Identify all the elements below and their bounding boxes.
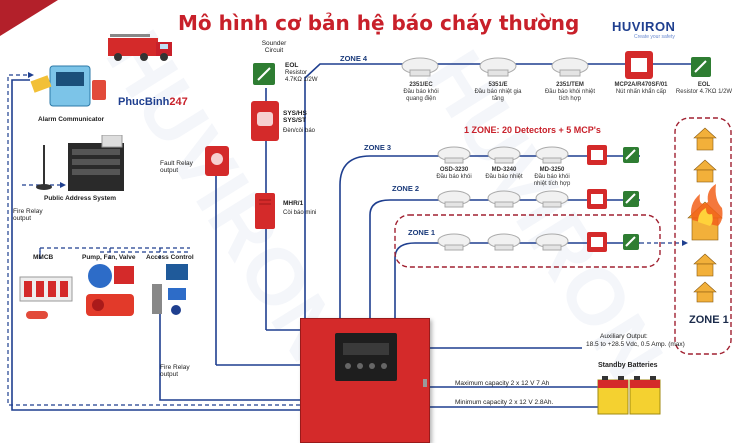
house-zone-label: ZONE 1 [689,314,729,326]
zone1-box [394,214,661,268]
mmcb-label: MMCB [33,254,54,261]
brand-tagline: Create your safety [634,33,675,40]
mhr-code: MHR/1 [283,200,304,207]
zone4-detector-3-code: 2351/TEM [556,82,584,88]
capacity-min: Minimum capacity 2 x 12 V 2.8Ah. [455,399,554,406]
zone4-eol-desc: Resistor 4.7KΩ 1/2W [675,88,733,95]
zone4-mcp-code: MCP2A/R470SF/01 [614,82,668,88]
zone4-label: ZONE 4 [340,54,368,63]
zone2-mcp-icon [587,189,607,209]
sounder-eol: EOL [285,62,299,69]
access-control-label: Access Control [146,254,194,261]
zone3-detector-2-icon [487,146,521,164]
access-control-icon [152,264,188,315]
fire-truck-icon [108,34,172,61]
brand-logo: HUVIRON Create your safety [612,19,676,41]
pump-icon [86,264,134,316]
zone1-detector-3-icon [535,233,569,251]
zone1-detector-1-icon [437,233,471,251]
page-title: Mô hình cơ bản hệ báo cháy thường [178,11,580,35]
aux-value: 18.5 to +28.5 Vdc, 0.5 Amp. (max) [586,341,685,348]
capacity-max: Maximum capacity 2 x 12 V 7 Ah [455,380,550,387]
zone3-detector-1-icon [437,146,471,164]
corner-triangle [0,0,58,36]
zone1-mcp-icon [587,232,607,252]
zone-capacity-note: 1 ZONE: 20 Detectors + 5 MCP's [464,125,601,135]
zone4-detector-1-icon [401,57,439,77]
battery-icon [597,376,661,415]
mhr-desc: Còi báo mini [283,210,317,216]
zone3-detector-3-desc: Đầu báo khói nhiệt tích hợp [533,173,571,187]
strobe-icon [205,146,229,176]
fault-relay-label: Fault Relay output [160,160,193,175]
public-address-label: Public Address System [44,195,117,202]
zone2-label: ZONE 2 [392,184,420,193]
fire-alarm-control-panel [300,318,430,443]
sys-hs-desc: Đèn/còi báo [283,128,316,134]
zone3-detector-3-icon [535,146,569,164]
panel-display [335,333,397,381]
zone2-detector-3-icon [535,190,569,208]
zone1-detector-2-icon [487,233,521,251]
alarm-communicator-label: Alarm Communicator [38,116,105,123]
zone4-mcp-icon [625,51,653,79]
houses-icon [687,127,723,303]
zone3-label: ZONE 3 [364,143,392,152]
zone3-detector-1-code: OSD-3230 [439,167,469,173]
zone3-eol-icon [623,147,639,163]
zone3-mcp-icon [587,145,607,165]
alarm-communicator-icon [30,65,106,107]
zone4-detector-1-desc: Đầu báo khói quang điện [403,88,439,102]
zone2-detector-1-icon [437,190,471,208]
zone4-detector-3-icon [551,57,589,77]
zone4-detector-1-code: 2351/EC [409,82,433,88]
zone3-detector-1-desc: Đầu báo khói [436,173,472,180]
zone1-label: ZONE 1 [408,228,436,237]
zone4-detector-2-desc: Đầu báo nhiệt gia tăng [474,88,522,102]
sys-hs-code: SYS/HS SYS/ST [283,110,307,125]
zone4-eol-icon [691,57,711,77]
aux-title: Auxiliary Output: [600,333,648,340]
sounder-label: Sounder Circuit [261,40,287,55]
sys-hs-icon [251,101,279,141]
public-address-icon [36,135,124,191]
mmcb-icon [19,276,73,319]
zone1-eol-icon [623,234,639,250]
fire-relay-bottom-label: Fire Relay output [160,364,190,379]
fire-relay-top-label: Fire Relay output [13,208,43,223]
zone4-eol-code: EOL [697,82,711,88]
pump-label: Pump, Fan, Valve [82,254,136,261]
sounder-resistor: Resistor 4.7KΩ 1/2W [285,70,318,83]
brand-name: HUVIRON [612,19,676,34]
phucbinh-logo: PhucBinh247 [118,96,188,108]
zone4-mcp-desc: Nút nhấn khẩn cấp [615,88,667,95]
eol-icon [253,63,275,85]
zone4-detector-2-icon [479,57,517,77]
zone3-detector-2-code: MD-3240 [491,167,517,173]
zone2-eol-icon [623,191,639,207]
zone3-detector-3-code: MD-3250 [539,167,565,173]
house-zone-box [674,117,732,355]
phucbinh-name: PhucBinh [118,96,170,108]
mhr-icon [255,193,275,229]
zone2-detector-2-icon [487,190,521,208]
zone3-detector-2-desc: Đầu báo nhiệt [485,173,523,180]
phucbinh-suffix: 247 [169,96,188,108]
standby-batteries-label: Standby Batteries [598,362,658,369]
zone4-detector-2-code: 5351/E [488,82,508,88]
zone4-detector-3-desc: Đầu báo khói nhiệt tích hợp [544,88,596,102]
